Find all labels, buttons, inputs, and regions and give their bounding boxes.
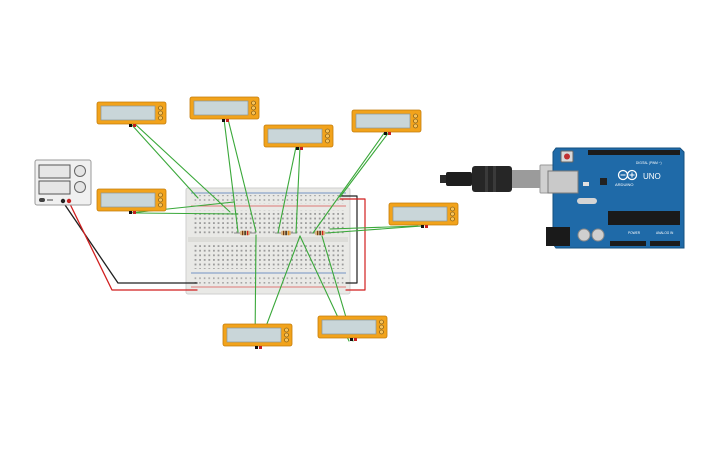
dial-knob[interactable]	[413, 118, 418, 124]
wire-green[interactable]	[329, 225, 419, 230]
probe-red-terminal[interactable]	[226, 119, 229, 122]
wire-green[interactable]	[134, 212, 239, 215]
dial-knob[interactable]	[379, 319, 384, 325]
multimeter-display	[100, 192, 156, 208]
wire-green[interactable]	[223, 118, 239, 233]
probe-black-terminal[interactable]	[421, 225, 424, 228]
dial-knob[interactable]	[158, 202, 163, 208]
multimeter[interactable]	[317, 315, 388, 341]
wire-red[interactable]	[68, 201, 198, 291]
positive-terminal[interactable]	[66, 198, 72, 204]
breadboard[interactable]	[185, 187, 351, 295]
probe-black-terminal[interactable]	[222, 119, 225, 122]
resistor[interactable]	[234, 230, 256, 236]
multimeter-display	[392, 206, 448, 222]
usb-port[interactable]	[547, 170, 579, 194]
multimeter-display	[193, 100, 249, 116]
dial-knob[interactable]	[284, 337, 289, 343]
dial-knob[interactable]	[251, 105, 256, 111]
dial-knob[interactable]	[450, 211, 455, 217]
multimeter-display	[355, 113, 411, 129]
multimeter-display	[100, 105, 156, 121]
wire-red[interactable]	[339, 198, 366, 291]
dial-knob[interactable]	[158, 110, 163, 116]
probe-red-terminal[interactable]	[425, 225, 428, 228]
dial-knob[interactable]	[158, 192, 163, 198]
dial-knob[interactable]	[284, 332, 289, 338]
wire-green[interactable]	[277, 146, 297, 234]
probe-red-terminal[interactable]	[354, 338, 357, 341]
dial-knob[interactable]	[158, 105, 163, 111]
multimeter[interactable]	[222, 323, 293, 349]
multimeter[interactable]	[351, 109, 422, 135]
dial-knob[interactable]	[450, 206, 455, 212]
power-switch[interactable]	[39, 198, 45, 202]
multimeter[interactable]	[96, 101, 167, 127]
negative-terminal[interactable]	[60, 198, 66, 204]
dial-knob[interactable]	[413, 123, 418, 129]
multimeter[interactable]	[189, 96, 260, 122]
dial-knob[interactable]	[251, 110, 256, 116]
dial-knob[interactable]	[158, 115, 163, 121]
wire-green[interactable]	[227, 118, 257, 233]
probe-red-terminal[interactable]	[388, 132, 391, 135]
probe-red-terminal[interactable]	[133, 124, 136, 127]
multimeter-display	[226, 327, 282, 343]
multimeter-display	[321, 319, 377, 335]
power-supply[interactable]	[34, 159, 92, 206]
dial-knob[interactable]	[325, 128, 330, 134]
current-display	[38, 180, 71, 195]
dial-knob[interactable]	[325, 138, 330, 144]
current-knob[interactable]	[74, 181, 86, 193]
wire-black[interactable]	[62, 201, 198, 284]
usb-cable[interactable]	[440, 164, 577, 194]
dial-knob[interactable]	[158, 197, 163, 203]
multimeter[interactable]	[96, 188, 167, 214]
arduino-logo-icon	[617, 169, 638, 181]
digital-header[interactable]	[588, 150, 680, 155]
wire-green[interactable]	[130, 123, 199, 199]
analog-header[interactable]	[650, 241, 680, 246]
analog-label: ANALOG IN	[656, 231, 674, 235]
probe-red-terminal[interactable]	[259, 346, 262, 349]
probe-red-terminal[interactable]	[300, 147, 303, 150]
dial-knob[interactable]	[379, 329, 384, 335]
power-jack[interactable]	[546, 227, 570, 246]
wire-green[interactable]	[325, 225, 423, 234]
wire-black[interactable]	[339, 195, 358, 284]
multimeter[interactable]	[388, 202, 459, 228]
probe-red-terminal[interactable]	[133, 211, 136, 214]
probe-black-terminal[interactable]	[384, 132, 387, 135]
arduino-model-text: UNO	[643, 172, 661, 181]
probe-black-terminal[interactable]	[129, 124, 132, 127]
arduino-brand-text: ARDUINO	[615, 182, 633, 187]
resistor[interactable]	[275, 230, 297, 236]
voltage-display	[38, 164, 71, 179]
dial-knob[interactable]	[251, 100, 256, 106]
wire-green[interactable]	[312, 131, 386, 234]
probe-black-terminal[interactable]	[350, 338, 353, 341]
dial-knob[interactable]	[379, 324, 384, 330]
power-header[interactable]	[610, 241, 646, 246]
multimeter-display	[267, 128, 323, 144]
atmega-chip	[608, 211, 680, 225]
wire-green[interactable]	[339, 131, 390, 198]
dial-knob[interactable]	[325, 133, 330, 139]
power-label: POWER	[628, 231, 641, 235]
dial-knob[interactable]	[284, 327, 289, 333]
arduino-uno-board[interactable]: ARDUINO UNO DIGITAL (PWM ~) POWER ANALOG…	[546, 147, 685, 249]
multimeter[interactable]	[263, 124, 334, 150]
dial-knob[interactable]	[450, 216, 455, 222]
voltage-knob[interactable]	[74, 165, 86, 177]
wire-green[interactable]	[295, 146, 301, 234]
probe-black-terminal[interactable]	[255, 346, 258, 349]
digital-label: DIGITAL (PWM ~)	[636, 161, 662, 165]
dial-knob[interactable]	[413, 113, 418, 119]
probe-black-terminal[interactable]	[129, 211, 132, 214]
probe-black-terminal[interactable]	[296, 147, 299, 150]
wire-green[interactable]	[134, 123, 231, 213]
